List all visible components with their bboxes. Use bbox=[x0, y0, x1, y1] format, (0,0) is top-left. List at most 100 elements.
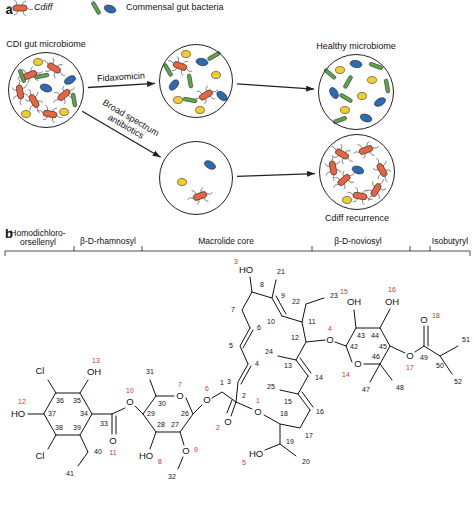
atom-number: 14 bbox=[315, 374, 323, 382]
legend-text: Cdiff bbox=[34, 3, 53, 13]
microbiome-circle: CDI gut microbiome bbox=[8, 52, 84, 128]
arrow bbox=[237, 174, 315, 177]
atom-number: 11 bbox=[308, 318, 315, 326]
atom-label: O bbox=[203, 395, 210, 405]
oxygen-number: 16 bbox=[388, 286, 396, 294]
oxygen-number: 14 bbox=[342, 371, 350, 379]
atom-number: 8 bbox=[260, 281, 264, 289]
atom-number: 38 bbox=[55, 424, 63, 432]
oxygen-number: 8 bbox=[158, 458, 162, 466]
atom-number: 29 bbox=[147, 410, 155, 418]
atom-number: 19 bbox=[286, 438, 294, 446]
atom-number: 42 bbox=[350, 343, 358, 351]
atom-number: 33 bbox=[100, 420, 108, 428]
circle-heading: Cdiff recurrence bbox=[325, 213, 389, 223]
atom-number: 37 bbox=[48, 410, 56, 418]
oxygen-number: 18 bbox=[432, 312, 440, 320]
atom-number: 18 bbox=[280, 410, 288, 418]
atom-label: O bbox=[126, 397, 133, 407]
oxygen-number: 17 bbox=[406, 364, 414, 372]
atom-number: 41 bbox=[66, 470, 74, 478]
oxygen-number: 1 bbox=[256, 397, 260, 405]
oxygen-number: 2 bbox=[216, 424, 220, 432]
atom-number: 34 bbox=[80, 410, 88, 418]
section-name: Homodichloro- orsellenyl bbox=[3, 229, 73, 248]
atom-number: 23 bbox=[330, 292, 338, 300]
atom-number: 39 bbox=[73, 424, 81, 432]
atom-number: 26 bbox=[181, 410, 189, 418]
atom-label: O bbox=[182, 446, 189, 456]
atom-number: 13 bbox=[284, 362, 292, 370]
legend-text: Commensal gut bacteria bbox=[126, 3, 224, 13]
oxygen-number: 15 bbox=[340, 288, 348, 296]
atom-number: 3 bbox=[227, 378, 231, 386]
atom-number: 12 bbox=[291, 334, 299, 342]
atom-number: 43 bbox=[357, 332, 365, 340]
oxygen-number: 7 bbox=[178, 381, 182, 389]
atom-number: 40 bbox=[94, 448, 102, 456]
section-name: β-D-rhamnosyl bbox=[80, 237, 136, 246]
atom-number: 44 bbox=[371, 332, 379, 340]
atom-label: HO bbox=[11, 409, 25, 419]
atom-number: 36 bbox=[56, 397, 64, 405]
atom-label: HO bbox=[239, 265, 253, 275]
panel-letter: a bbox=[5, 3, 12, 17]
atom-label: O bbox=[326, 335, 333, 345]
atom-label: HO bbox=[249, 449, 263, 459]
microbiome-circle bbox=[159, 44, 233, 118]
atom-label: HO bbox=[139, 451, 153, 461]
chemical-bonds bbox=[28, 277, 458, 469]
circle-heading: Healthy microbiome bbox=[316, 41, 396, 51]
atom-number: 16 bbox=[316, 408, 324, 416]
atom-number: 45 bbox=[379, 343, 387, 351]
atom-label: O bbox=[254, 407, 261, 417]
atom-number: 20 bbox=[302, 458, 310, 466]
atom-number: 31 bbox=[146, 368, 154, 376]
atom-number: 5 bbox=[229, 342, 233, 350]
oxygen-number: 12 bbox=[18, 398, 26, 406]
atom-number: 52 bbox=[454, 378, 462, 386]
atom-number: 48 bbox=[396, 384, 404, 392]
section-name: Macrolide core bbox=[198, 237, 254, 246]
atom-number: 47 bbox=[362, 386, 370, 394]
atom-number: 50 bbox=[436, 362, 444, 370]
oxygen-number: 3 bbox=[234, 258, 238, 266]
atom-label: O bbox=[109, 436, 116, 446]
atom-label: O bbox=[176, 391, 183, 401]
atom-number: 49 bbox=[420, 354, 428, 362]
atom-number: 1 bbox=[220, 379, 224, 387]
atom-number: 9 bbox=[281, 292, 285, 300]
section-name: β-D-noviosyl bbox=[334, 237, 381, 246]
atom-number: 32 bbox=[168, 473, 176, 481]
oxygen-number: 5 bbox=[242, 459, 246, 467]
atom-number: 21 bbox=[277, 268, 285, 276]
atom-number: 17 bbox=[305, 432, 313, 440]
atom-number: 28 bbox=[157, 421, 165, 429]
oxygen-number: 10 bbox=[126, 387, 134, 395]
bacteria bbox=[10, 51, 396, 208]
edge-label: Fidaxomicin bbox=[83, 70, 159, 84]
atom-number: 10 bbox=[267, 318, 275, 326]
oxygen-number: 9 bbox=[194, 446, 198, 454]
atom-number: 46 bbox=[372, 353, 380, 361]
atom-label: OH bbox=[87, 367, 101, 377]
oxygen-number: 6 bbox=[205, 385, 209, 393]
arrow bbox=[88, 83, 155, 87]
atom-number: 15 bbox=[284, 398, 292, 406]
atom-number: 25 bbox=[267, 383, 275, 391]
atom-label: O bbox=[224, 417, 231, 427]
atom-label: Cl bbox=[36, 451, 45, 461]
oxygen-number: 4 bbox=[328, 325, 332, 333]
atom-label: OH bbox=[347, 297, 361, 307]
circle-heading: CDI gut microbiome bbox=[6, 39, 86, 49]
atom-label: Cl bbox=[36, 366, 45, 376]
atom-number: 4 bbox=[255, 360, 259, 368]
atom-number: 35 bbox=[73, 397, 81, 405]
atom-number: 6 bbox=[257, 324, 261, 332]
atom-label: O bbox=[354, 359, 361, 369]
atom-number: 24 bbox=[265, 348, 273, 356]
atom-label: O bbox=[420, 315, 427, 325]
